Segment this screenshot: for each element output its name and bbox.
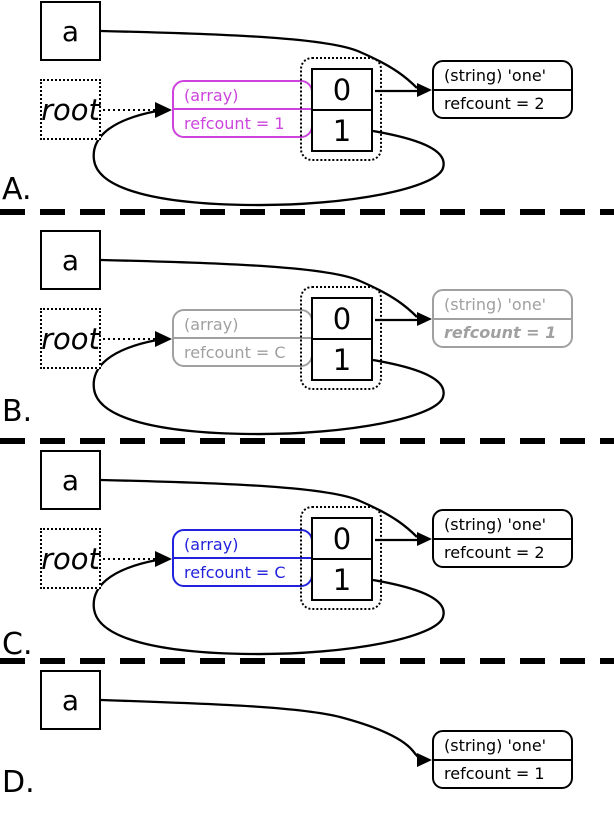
variable-a-box: a [40, 450, 101, 510]
array-record: (array) refcount = C [172, 529, 313, 587]
panel-c: a root (array) refcount = C 0 1 (string)… [0, 449, 614, 662]
array-arrowhead-icon [155, 102, 172, 118]
variable-a-label: a [61, 243, 80, 277]
array-slots-box: 0 1 [311, 517, 373, 601]
array-refcount-label: refcount = C [184, 342, 286, 362]
string-arrowhead-icon [417, 532, 432, 546]
slot-1: 1 [332, 562, 352, 597]
array-arrowhead-icon [155, 551, 172, 567]
array-slots-outline [300, 506, 382, 610]
string-type-label: (string) 'one' [434, 62, 571, 91]
array-slots-outline [300, 286, 382, 390]
string-record: (string) 'one' refcount = 2 [432, 60, 573, 119]
dashed-separator [0, 438, 614, 444]
root-label: root [41, 321, 100, 356]
root-box: root [40, 79, 101, 140]
array-slots-box: 0 1 [311, 68, 373, 152]
panel-b: a root (array) refcount = C 0 1 (string)… [0, 229, 614, 438]
variable-a-label: a [61, 683, 80, 717]
slot-0: 0 [313, 299, 371, 340]
panel-label: C. [2, 627, 33, 662]
panel-a: a root (array) refcount = 1 0 1 (string)… [0, 0, 614, 210]
string-refcount-label: refcount = 1 [444, 322, 557, 342]
array-type-label: (array) [174, 531, 311, 559]
variable-a-label: a [61, 14, 80, 48]
slot-0: 0 [313, 519, 371, 560]
string-record: (string) 'one' refcount = 2 [432, 509, 573, 568]
array-arrowhead-icon [155, 331, 172, 347]
array-slots-box: 0 1 [311, 297, 373, 381]
array-type-label: (array) [174, 311, 311, 339]
a-to-string-curve [100, 698, 422, 761]
string-type-label: (string) 'one' [434, 511, 571, 540]
dashed-separator [0, 209, 614, 215]
string-arrowhead-icon [417, 753, 432, 767]
variable-a-label: a [61, 463, 80, 497]
array-refcount-label: refcount = 1 [184, 113, 285, 133]
array-record: (array) refcount = 1 [172, 80, 313, 138]
string-arrowhead-icon [417, 312, 432, 326]
panel-label: A. [2, 172, 32, 207]
array-record: (array) refcount = C [172, 309, 313, 367]
panel-label: B. [2, 394, 33, 429]
root-label: root [41, 92, 100, 127]
slot-1: 1 [332, 113, 352, 148]
panel-d: a (string) 'one' refcount = 1 D. [0, 669, 614, 814]
root-box: root [40, 308, 101, 369]
root-label: root [41, 541, 100, 576]
dashed-separator [0, 658, 614, 664]
variable-a-box: a [40, 230, 101, 290]
string-refcount-label: refcount = 2 [444, 93, 545, 113]
variable-a-box: a [40, 670, 101, 730]
string-refcount-label: refcount = 2 [444, 542, 545, 562]
slot-0: 0 [313, 70, 371, 111]
root-box: root [40, 528, 101, 589]
slot-1: 1 [332, 342, 352, 377]
panel-label: D. [2, 765, 35, 800]
array-slots-outline [300, 57, 382, 161]
string-record: (string) 'one' refcount = 1 [432, 730, 573, 789]
string-type-label: (string) 'one' [434, 291, 571, 320]
string-arrowhead-icon [417, 83, 432, 97]
string-refcount-label: refcount = 1 [444, 763, 545, 783]
array-refcount-label: refcount = C [184, 562, 286, 582]
string-record: (string) 'one' refcount = 1 [432, 289, 573, 348]
array-type-label: (array) [174, 82, 311, 110]
string-type-label: (string) 'one' [434, 732, 571, 761]
variable-a-box: a [40, 1, 101, 61]
